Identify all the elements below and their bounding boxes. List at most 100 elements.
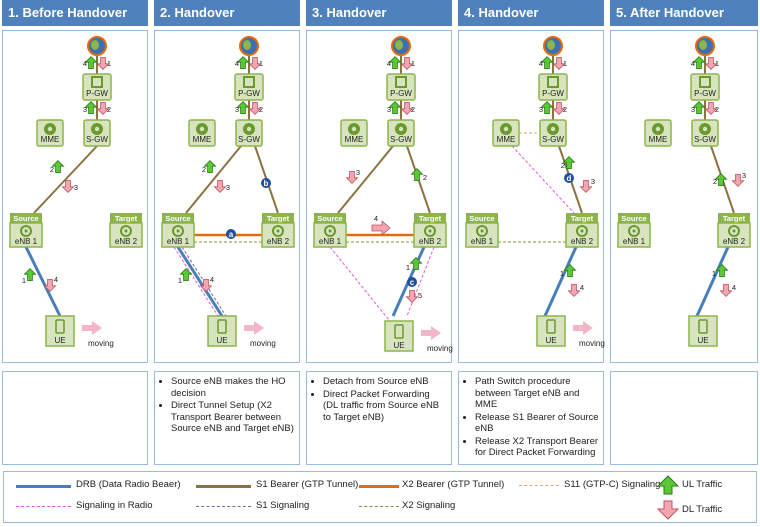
legend-radio-label: Signaling in Radio	[76, 500, 153, 511]
pgw-label: P-GW	[694, 89, 716, 98]
step-marker-label: b	[264, 179, 269, 188]
traffic-number: 1	[178, 276, 182, 285]
note-item: Path Switch procedure between Target eNB…	[475, 376, 599, 411]
globe-land	[395, 40, 403, 50]
dl-arrow-icon	[567, 284, 581, 297]
traffic-number: 4	[54, 275, 58, 284]
target-enb-header	[414, 213, 446, 223]
antenna-icon	[728, 225, 740, 237]
target-enb-label: eNB 2	[419, 237, 442, 246]
antenna-dot	[632, 229, 636, 233]
target-enb-header-label: Target	[267, 214, 290, 223]
gear-hub	[398, 126, 404, 132]
source-enb-header	[618, 213, 650, 223]
gear-hub	[351, 126, 357, 132]
ul-arrow-icon	[84, 101, 98, 114]
ul-arrow-icon	[84, 56, 98, 69]
dl-arrow-icon	[61, 180, 75, 193]
antenna-icon	[20, 225, 32, 237]
ul-arrow-icon	[203, 160, 217, 173]
step-marker-label: c	[410, 278, 415, 287]
antenna-dot	[580, 229, 584, 233]
ue-label: UE	[545, 336, 556, 345]
antenna-icon	[628, 225, 640, 237]
ul-traffic-icon	[656, 475, 680, 495]
dl-traffic-icon	[656, 500, 680, 520]
traffic-number: 4	[539, 59, 543, 68]
traffic-number: 2	[561, 161, 565, 170]
traffic-number: 3	[691, 105, 695, 114]
pgw-label: P-GW	[390, 89, 412, 98]
s1-bearer	[337, 145, 394, 214]
dl-arrow-icon	[579, 180, 593, 193]
step-marker-label: a	[229, 230, 234, 239]
sgw-node-label: S-GW	[694, 135, 716, 144]
antenna-dot	[328, 229, 332, 233]
traffic-number: 3	[539, 105, 543, 114]
step-marker	[564, 173, 574, 183]
traffic-number: 4	[387, 59, 391, 68]
globe-land	[243, 40, 251, 50]
step-2-notes: Source eNB makes the HO decision Direct …	[154, 371, 300, 465]
target-enb-header	[718, 213, 750, 223]
globe-land	[699, 40, 707, 50]
router-icon	[395, 76, 407, 88]
dl-arrow-icon	[719, 284, 733, 297]
source-enb-label: eNB 1	[15, 237, 38, 246]
ue-node	[45, 315, 75, 347]
drb-bearer	[24, 246, 62, 317]
traffic-number: 3	[591, 177, 595, 186]
target-enb-label: eNB 2	[115, 237, 138, 246]
ul-arrow-icon	[692, 101, 706, 114]
step-5-panel	[610, 30, 758, 363]
traffic-number: 3	[235, 105, 239, 114]
dl-arrow-icon	[96, 102, 110, 115]
target-enb-label: eNB 2	[267, 237, 290, 246]
s1-signaling-mme	[511, 145, 575, 214]
legend-s1-signaling-line	[196, 506, 251, 507]
phone-icon	[394, 324, 404, 339]
traffic-number: 1	[22, 276, 26, 285]
ul-arrow-icon	[714, 173, 728, 186]
ul-arrow-icon	[236, 101, 250, 114]
traffic-number: 4	[732, 283, 736, 292]
traffic-number: 1	[563, 59, 567, 68]
dl-arrow-icon	[400, 57, 414, 70]
moving-label: moving	[579, 339, 605, 348]
traffic-number: 1	[259, 59, 263, 68]
dl-arrow-icon	[43, 279, 57, 292]
router-icon	[91, 76, 103, 88]
step-marker	[261, 178, 271, 188]
mme-node-label: MME	[193, 135, 212, 144]
traffic-number: 3	[83, 105, 87, 114]
radio-signaling-target	[406, 246, 435, 317]
ue-label: UE	[393, 341, 404, 350]
source-enb-label: eNB 1	[167, 237, 190, 246]
target-enb-header-label: Target	[723, 214, 746, 223]
antenna-icon	[272, 225, 284, 237]
mme-node-label: MME	[497, 135, 516, 144]
traffic-number: 2	[411, 105, 415, 114]
dl-arrow-icon	[552, 102, 566, 115]
dl-arrow-icon	[704, 57, 718, 70]
source-enb-header	[314, 213, 346, 223]
legend-x2-signaling-line	[359, 506, 399, 507]
note-item: Detach from Source eNB	[323, 376, 447, 388]
legend-s1-signaling-label: S1 Signaling	[256, 500, 310, 511]
router-icon	[547, 76, 559, 88]
traffic-number: 1	[411, 59, 415, 68]
note-item: Source eNB makes the HO decision	[171, 376, 295, 399]
traffic-number: 1	[712, 269, 716, 278]
source-enb-label: eNB 1	[319, 237, 342, 246]
target-enb-header-label: Target	[115, 214, 138, 223]
traffic-number: 3	[74, 183, 78, 192]
dl-arrow-icon	[248, 102, 262, 115]
traffic-number: 3	[356, 168, 360, 177]
antenna-dot	[276, 229, 280, 233]
dl-arrow-icon	[199, 279, 213, 292]
dl-arrow-icon	[345, 171, 359, 184]
ue-node	[207, 315, 237, 347]
gear-hub	[246, 126, 252, 132]
note-item: Direct Tunnel Setup (X2 Transport Bearer…	[171, 400, 295, 435]
antenna-dot	[124, 229, 128, 233]
